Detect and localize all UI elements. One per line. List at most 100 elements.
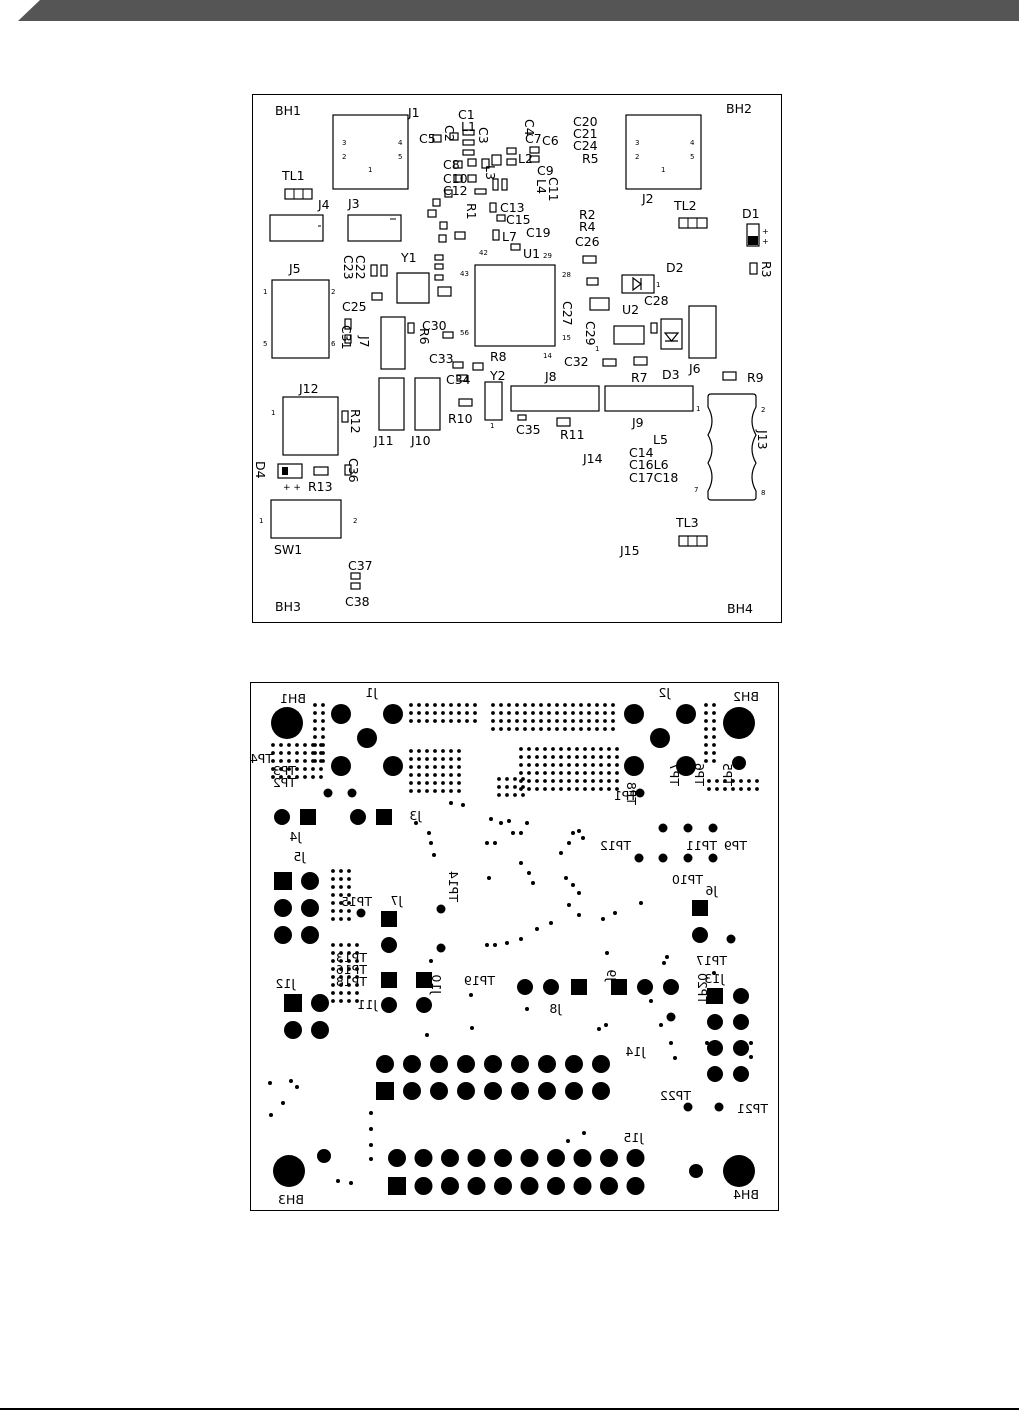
u1-pin-56: 56: [460, 329, 469, 337]
j7-outline: [380, 316, 406, 370]
via: [339, 869, 343, 873]
via: [355, 983, 359, 987]
j14-pad: [430, 1055, 448, 1073]
label-tp16: TP16: [336, 962, 368, 977]
u1-pin-42: 42: [479, 249, 488, 257]
c29-pad: [650, 322, 658, 334]
via: [491, 711, 495, 715]
label-tp4: TP4: [251, 751, 274, 766]
tl2-outline: [678, 217, 708, 229]
label-j11: J11: [373, 433, 394, 448]
label-c17c18: C17C18: [629, 470, 678, 485]
via: [591, 755, 595, 759]
r1d-pad: [454, 231, 466, 240]
via: [551, 779, 555, 783]
via: [712, 735, 716, 739]
via: [539, 711, 543, 715]
via: [331, 917, 335, 921]
via: [417, 781, 421, 785]
via: [662, 961, 666, 965]
via: [339, 999, 343, 1003]
j14-pad: [484, 1055, 502, 1073]
label-c10: C10: [443, 171, 468, 186]
via: [465, 719, 469, 723]
label-j9: J9: [604, 969, 619, 982]
d3-outline: [660, 318, 683, 350]
via: [577, 913, 581, 917]
via: [449, 757, 453, 761]
via: [607, 771, 611, 775]
y1-pad4: [437, 286, 452, 297]
u1-pin-14: 14: [543, 352, 552, 360]
via: [295, 759, 299, 763]
c10b-pad: [467, 174, 477, 183]
j9-pad: [663, 979, 679, 995]
u2-pin-1: 1: [595, 345, 599, 353]
label-c6: C6: [542, 133, 559, 148]
label-tp9: TP9: [724, 838, 748, 853]
via: [704, 759, 708, 763]
via: [531, 703, 535, 707]
via: [457, 703, 461, 707]
label-d4: D4: [253, 461, 268, 479]
j15-pad: [626, 1149, 645, 1167]
label-bh1: BH1: [280, 691, 306, 706]
label-l3: L3: [483, 165, 498, 180]
via: [409, 765, 413, 769]
via: [749, 1055, 753, 1059]
via: [347, 901, 351, 905]
label-j3: J3: [347, 196, 360, 211]
via: [331, 869, 335, 873]
via: [611, 711, 615, 715]
via: [507, 711, 511, 715]
via: [535, 771, 539, 775]
j12-pin-1: 1: [271, 409, 275, 417]
via: [601, 917, 605, 921]
via: [347, 991, 351, 995]
via: [543, 755, 547, 759]
r11-pad: [556, 417, 571, 427]
via: [409, 789, 413, 793]
j14-pad: [565, 1055, 583, 1073]
j10-pad: [416, 997, 432, 1013]
via: [339, 975, 343, 979]
via: [531, 727, 535, 731]
c9-pad: [529, 155, 540, 163]
via: [527, 763, 531, 767]
d1-body: [748, 236, 758, 245]
via: [271, 775, 275, 779]
via: [465, 711, 469, 715]
j15-pad-array: [388, 1149, 645, 1195]
label-l4: L4: [534, 179, 549, 194]
label-c20: C20: [573, 114, 598, 129]
via: [549, 921, 553, 925]
label-j12: J12: [275, 976, 296, 991]
via: [715, 787, 719, 791]
via: [566, 1139, 570, 1143]
via: [739, 779, 743, 783]
via: [279, 759, 283, 763]
via: [313, 703, 317, 707]
j13-outline: [707, 393, 757, 501]
j15-pad: [600, 1149, 618, 1167]
via: [347, 909, 351, 913]
via: [543, 763, 547, 767]
via: [712, 703, 716, 707]
via: [295, 751, 299, 755]
label-tp5: TP5: [720, 763, 735, 787]
via: [715, 779, 719, 783]
j14-pad: [403, 1082, 421, 1100]
via: [519, 861, 523, 865]
j13-pad: [733, 1040, 749, 1056]
via: [583, 763, 587, 767]
via: [583, 779, 587, 783]
j13-pad: [733, 988, 749, 1004]
via: [491, 727, 495, 731]
via: [303, 767, 307, 771]
c8c-pad: [481, 158, 490, 169]
bh2-mounting-hole: [723, 707, 755, 739]
label-j6: J6: [705, 883, 718, 898]
label-tp22: TP22: [660, 1088, 692, 1103]
via: [547, 719, 551, 723]
r3-pad: [749, 262, 758, 275]
